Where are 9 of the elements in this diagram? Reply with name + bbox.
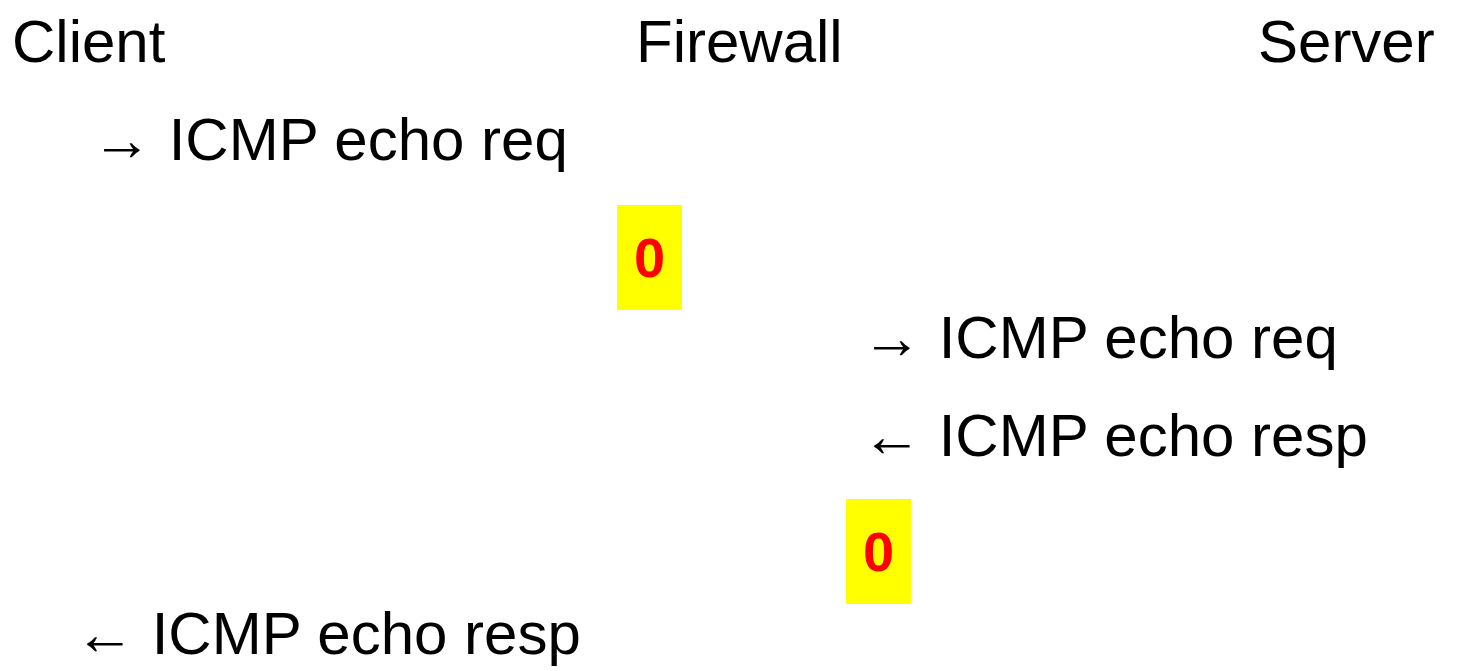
- column-heading: Server: [1258, 8, 1435, 76]
- column-heading: Firewall: [636, 8, 843, 76]
- column-heading: Client: [12, 8, 166, 76]
- message-label: → ICMP echo req: [92, 106, 568, 174]
- message-label: ← ICMP echo resp: [75, 600, 581, 668]
- highlighted-number: 0: [846, 499, 911, 604]
- message-label: → ICMP echo req: [862, 304, 1338, 372]
- message-label: ← ICMP echo resp: [862, 402, 1368, 470]
- highlighted-number: 0: [617, 205, 682, 310]
